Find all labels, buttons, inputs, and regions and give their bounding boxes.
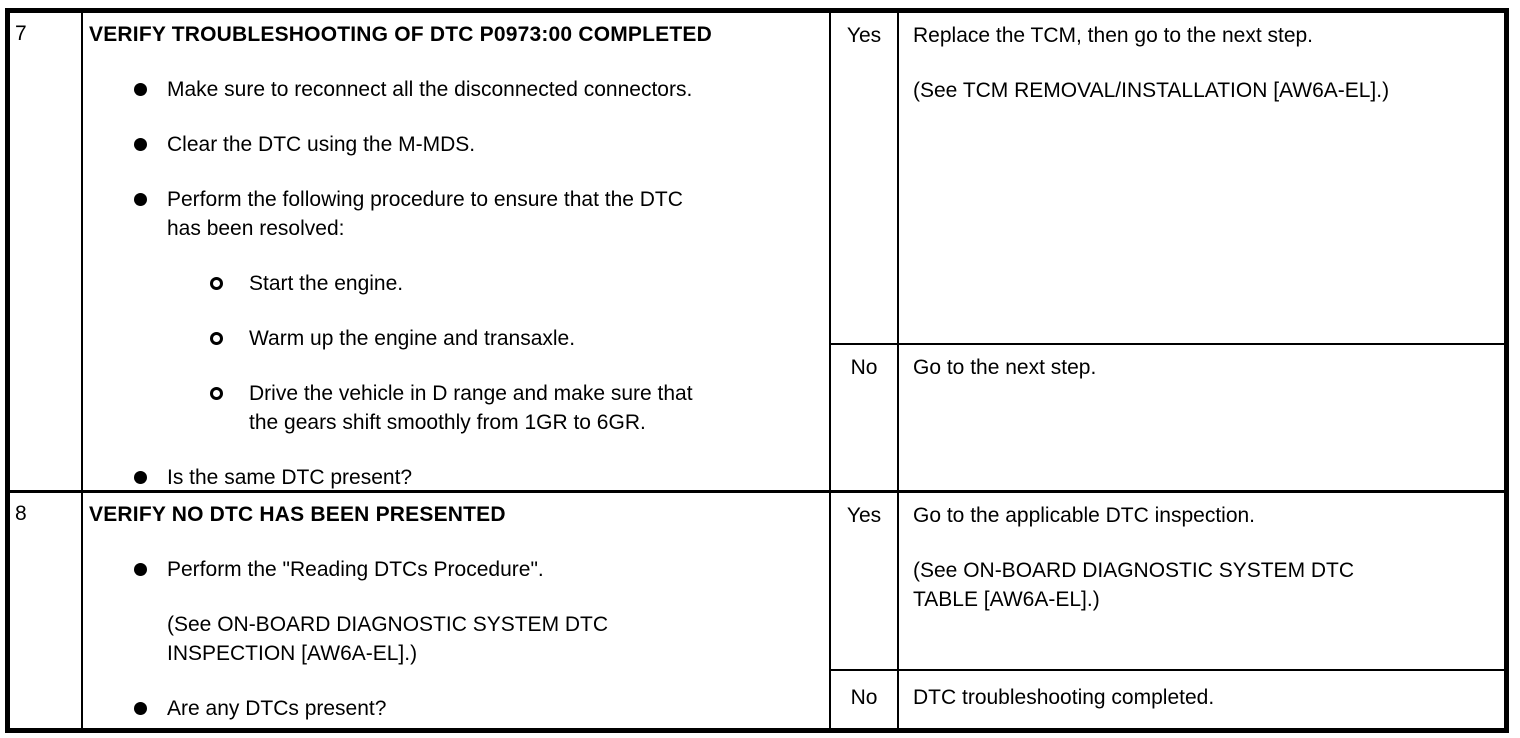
table-row-step-8: 8 VERIFY NO DTC HAS BEEN PRESENTED Perfo… [10,490,1504,728]
answer-label: No [850,686,878,709]
inspection-item-text: Drive the vehicle in D range and make su… [249,382,693,434]
result-cell-yes: Go to the applicable DTC inspection. (Se… [899,493,1504,669]
answer-cell-yes: Yes [831,493,899,669]
inspection-bullet-item: Are any DTCs present? [89,694,823,723]
inspection-cell: VERIFY TROUBLESHOOTING OF DTC P0973:00 C… [83,13,831,490]
diagnostic-troubleshooting-table: 7 VERIFY TROUBLESHOOTING OF DTC P0973:00… [5,8,1509,733]
result-paragraph: Replace the TCM, then go to the next ste… [913,24,1314,47]
answer-cell-no: No [831,343,899,490]
inspection-bullet-item: Clear the DTC using the M-MDS. [89,130,823,159]
bullet-icon [134,471,147,484]
hollow-bullet-icon [210,387,223,400]
step-number: 7 [15,22,27,45]
result-paragraph: Go to the next step. [913,356,1097,379]
answer-cell-no: No [831,669,899,728]
inspection-bullet-item: Make sure to reconnect all the disconnec… [89,75,823,104]
answer-label: No [850,356,878,379]
step-number-cell: 8 [10,493,83,728]
hollow-bullet-icon [210,277,223,290]
bullet-icon [134,83,147,96]
result-cell-no: Go to the next step. [899,343,1504,490]
result-cell-no: DTC troubleshooting completed. [899,669,1504,728]
inspection-item-text: Is the same DTC present? [167,466,413,489]
result-paragraph: (See ON-BOARD DIAGNOSTIC SYSTEM DTC TABL… [913,559,1355,611]
inspection-reference-note: (See ON-BOARD DIAGNOSTIC SYSTEM DTC INSP… [89,610,823,668]
inspection-item-text: (See ON-BOARD DIAGNOSTIC SYSTEM DTC INSP… [167,613,609,665]
bullet-icon [134,138,147,151]
answer-label: Yes [846,24,882,47]
inspection-bullet-item: Is the same DTC present? [89,463,823,490]
inspection-item-text: Make sure to reconnect all the disconnec… [167,78,693,101]
result-paragraph: DTC troubleshooting completed. [913,686,1215,709]
answer-cell-yes: Yes [831,13,899,343]
bullet-icon [134,193,147,206]
inspection-item-text: Are any DTCs present? [167,697,387,720]
step-number: 8 [15,502,27,525]
inspection-bullet-item: Perform the following procedure to ensur… [89,185,823,243]
inspection-sub-bullet-item: Drive the vehicle in D range and make su… [89,379,823,437]
inspection-item-text: Perform the "Reading DTCs Procedure". [167,558,544,581]
inspection-sub-bullet-item: Warm up the engine and transaxle. [89,324,823,353]
bullet-icon [134,563,147,576]
result-paragraph: Go to the applicable DTC inspection. [913,504,1256,527]
inspection-bullet-item: Perform the "Reading DTCs Procedure". [89,555,823,584]
inspection-item-text: Start the engine. [249,272,404,295]
inspection-item-text: Perform the following procedure to ensur… [167,188,683,240]
table-row-step-7: 7 VERIFY TROUBLESHOOTING OF DTC P0973:00… [10,13,1504,490]
bullet-icon [134,702,147,715]
inspection-item-text: Warm up the engine and transaxle. [249,327,576,350]
inspection-item-text: Clear the DTC using the M-MDS. [167,133,476,156]
hollow-bullet-icon [210,332,223,345]
inspection-sub-bullet-item: Start the engine. [89,269,823,298]
result-cell-yes: Replace the TCM, then go to the next ste… [899,13,1504,343]
result-paragraph: (See TCM REMOVAL/INSTALLATION [AW6A-EL].… [913,79,1390,102]
inspection-title: VERIFY TROUBLESHOOTING OF DTC P0973:00 C… [89,23,712,46]
inspection-title: VERIFY NO DTC HAS BEEN PRESENTED [89,503,506,526]
inspection-cell: VERIFY NO DTC HAS BEEN PRESENTED Perform… [83,493,831,728]
step-number-cell: 7 [10,13,83,490]
answer-label: Yes [846,504,882,527]
